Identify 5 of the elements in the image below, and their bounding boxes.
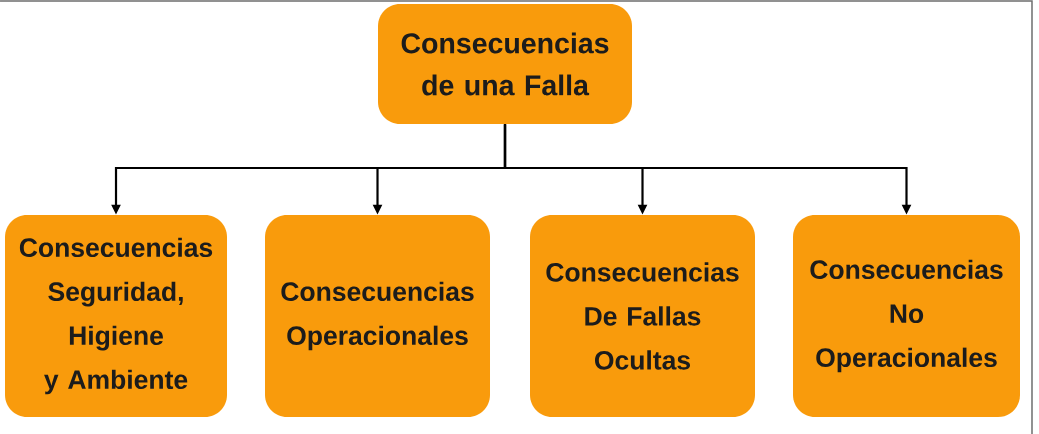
rounded-box: Consecuencias Operacionales	[265, 215, 490, 417]
rounded-box: Consecuencias De Fallas Ocultas	[530, 215, 755, 417]
rounded-box: Consecuencias Seguridad, Higiene y Ambiente	[5, 215, 227, 417]
rounded-box: Consecuencias de una Falla	[378, 4, 632, 124]
rounded-box: Consecuencias No Operacionales	[793, 215, 1020, 417]
